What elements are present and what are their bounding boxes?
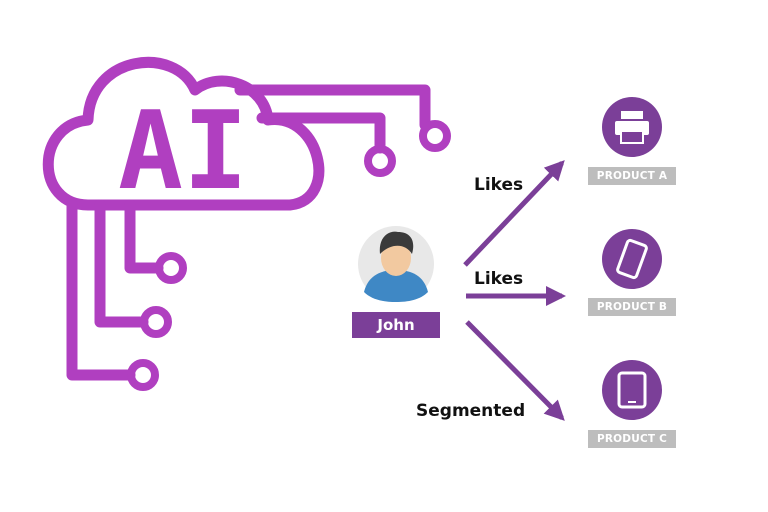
circuit-node — [419, 120, 451, 152]
circuit-node — [155, 252, 187, 284]
ai-cloud-circuit-icon — [42, 56, 451, 391]
circuit-trace-bottom-1 — [124, 199, 164, 274]
product-a-badge — [602, 97, 662, 157]
edge-label-segmented: Segmented — [416, 401, 526, 421]
edge-label-likes-a: Likes — [474, 175, 524, 195]
cloud-outline — [42, 56, 325, 211]
circuit-trace-upper-right — [234, 84, 431, 131]
circuit-trace-bottom-3 — [66, 199, 136, 381]
circuit-node — [127, 359, 159, 391]
arrow-to-product-c — [465, 320, 565, 421]
smartphone-icon — [616, 238, 648, 280]
circuit-trace-bottom-2 — [94, 199, 149, 328]
product-c-badge — [602, 360, 662, 420]
product-a-label: PRODUCT A — [588, 167, 676, 185]
tablet-icon — [617, 371, 647, 409]
arrow-to-product-a — [463, 160, 565, 267]
ai-logo-text: AI — [118, 89, 248, 214]
product-b-badge — [602, 229, 662, 289]
circuit-node — [140, 306, 172, 338]
edge-label-likes-b: Likes — [474, 269, 524, 289]
product-b-label: PRODUCT B — [588, 298, 676, 316]
user-avatar-icon — [358, 226, 434, 302]
circuit-trace-mid-right — [256, 112, 386, 154]
product-c-label: PRODUCT C — [588, 430, 676, 448]
user-name-label: John — [352, 312, 440, 338]
circuit-node — [364, 145, 396, 177]
printer-icon — [615, 111, 649, 144]
